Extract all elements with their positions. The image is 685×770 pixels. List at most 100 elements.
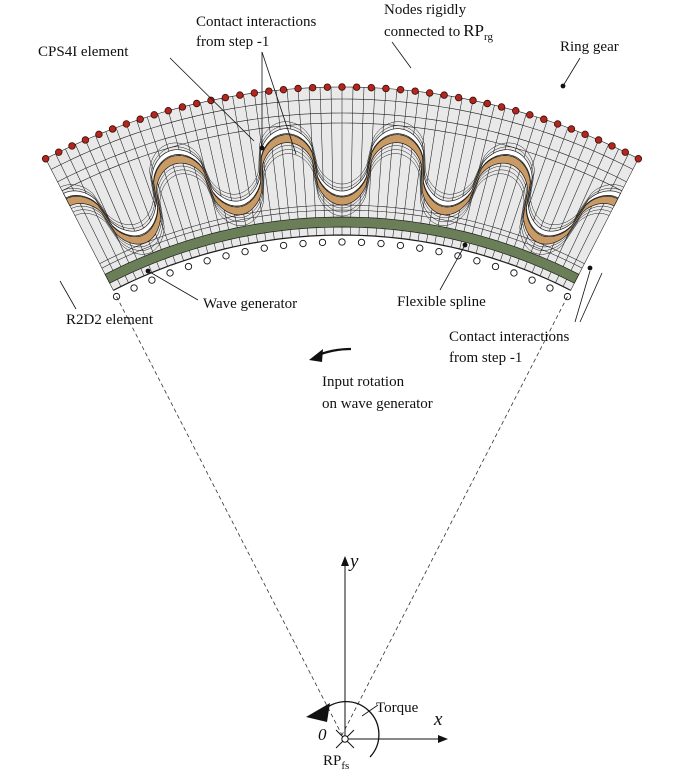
wave-generator-node [377,239,385,248]
flexible-spline-leader [439,244,466,291]
y-axis-label: y [348,551,359,572]
coordinate-axes: x y 0 Torque RPfs [306,551,448,770]
ring-gear-node [440,91,448,99]
ring-gear-node [634,155,643,163]
ring-gear-node [581,130,589,139]
contact-bottom-label-1: Contact interactions [449,329,570,345]
x-axis-label: x [433,709,443,730]
ring-gear-node [396,85,405,94]
ring-gear-node [55,148,63,156]
wave-generator-node [222,252,230,260]
input-rotation-label-2: on wave generator [322,396,433,412]
ring-gear-reference-nodes [41,83,643,163]
ring-gear-node [352,83,361,91]
wave-generator-node [318,238,327,247]
ring-gear-node [567,125,576,133]
gear-teeth-mesh [60,121,624,255]
ring-gear-label: Ring gear [560,39,619,55]
contact-top-label-1: Contact interactions [196,14,317,30]
rp-fs-label: RPfs [323,753,349,770]
ring-gear-node [367,83,376,92]
ring-gear-node [483,99,492,108]
torque-arrow [321,700,380,758]
wave-generator-dot [145,268,151,274]
ring-gear-node [512,107,520,115]
torque-leader [361,704,379,717]
ring-gear-node [338,83,346,91]
ring-gear-node [454,93,463,102]
ring-gear-node [469,96,477,105]
ring-gear-node [279,85,288,94]
contact-top-dot [259,145,265,151]
wave-generator-node [473,257,481,265]
tooth-contact-band [65,134,619,245]
cps4i-leader [169,57,255,142]
origin-marker [335,729,355,749]
ring-gear-node [608,142,616,150]
ring-gear-node [136,115,144,123]
wave-generator-node [299,239,307,248]
ring-gear-node [236,91,244,99]
ring-gear-node [382,84,390,93]
wave-generator-node [546,284,554,292]
wave-generator-node [338,238,346,246]
ring-gear-node [526,111,534,119]
wave-generator-node [510,269,518,277]
wave-generator-node [260,244,268,252]
wave-generator-node [435,247,443,256]
sector-boundary-dashed-line [116,296,343,736]
origin-label: 0 [318,725,327,744]
cps4i-label: CPS4I element [38,44,129,60]
torque-label: Torque [376,700,419,716]
ring-gear-node [41,155,50,163]
ring-gear-node [150,111,158,119]
contact-bottom-leader-2 [579,272,603,323]
ring-gear-node [411,87,419,95]
input-rotation-indicator: Input rotation on wave generator [309,347,433,412]
ring-gear-node [95,130,103,139]
wave-generator-node [396,241,405,250]
wave-generator-node [528,276,536,284]
ring-gear-node [294,84,302,93]
torque-arrow-head [306,703,330,722]
wave-generator-node [184,262,193,271]
ring-gear-radial-mesh [45,86,639,291]
wave-generator-node [148,276,156,284]
flexible-spline-band [104,216,580,284]
flexible-spline-label: Flexible spline [397,294,486,310]
ring-gear-node [108,125,117,133]
construction-lines [116,296,568,736]
input-rotation-label-1: Input rotation [322,374,405,390]
wave-generator-node [279,241,288,250]
ring-gear-node [594,136,603,144]
nodes-leader [391,41,412,69]
ring-gear-node [323,83,332,91]
wave-generator-node [416,244,424,252]
wave-generator-leader [147,270,199,301]
nodes-label-1: Nodes rigidly [384,2,467,18]
contact-bottom-dot [587,265,593,271]
wave-generator-label: Wave generator [203,296,297,312]
callouts: Contact interactions from step -1 Nodes … [38,2,619,366]
ring-gear-node [178,103,187,111]
contact-bottom-label-2: from step -1 [449,350,522,366]
ring-gear-node [621,148,629,156]
wave-generator-node [203,257,211,265]
sector-boundary-dashed-line [341,296,568,736]
ring-gear-node [81,136,90,144]
wave-generator-node [241,247,249,256]
wave-generator-nodes [112,238,572,301]
ring-gear-node [553,120,562,128]
ring-gear-node [308,83,317,92]
contact-bottom-leader-1 [574,270,591,323]
contact-top-leader-2 [261,51,297,155]
wave-generator-node [130,284,138,292]
r2d2-leader [59,280,77,310]
ring-gear-dot [560,83,566,89]
ring-gear-node [497,103,506,111]
flexible-spline-layer [99,204,585,291]
wave-generator-node [166,269,174,277]
wave-generator-node [491,262,500,271]
